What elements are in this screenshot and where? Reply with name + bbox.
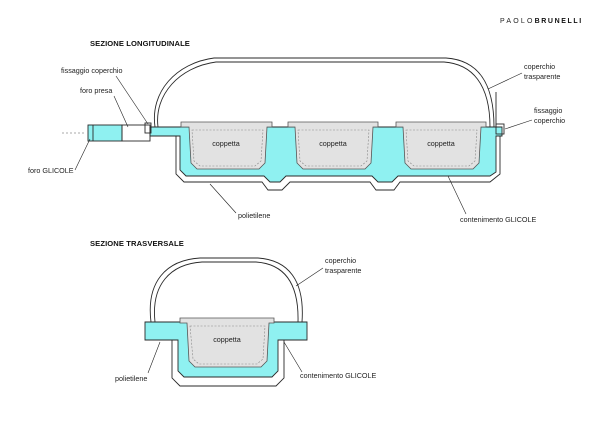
brand-light: PAOLO (500, 18, 535, 25)
glycol-hole-label: foro GLICOLE (28, 166, 74, 175)
lid-fix-right-label-1: fissaggio (534, 106, 562, 115)
brand-bold: BRUNELLI (535, 18, 583, 25)
longitudinal-lid (153, 57, 497, 128)
transversal-cup: coppetta (179, 317, 275, 368)
longitudinal-material-label: polietilene (238, 211, 270, 220)
transversal-lid (149, 257, 303, 323)
cup-label: coppetta (212, 139, 240, 148)
transversal-lid-inner (154, 261, 299, 323)
transversal-title: SEZIONE TRASVERSALE (90, 239, 184, 248)
glycol-port (62, 122, 152, 142)
transversal-lid-label-1: coperchio (325, 256, 356, 265)
transversal-material-label: polietilene (115, 374, 147, 383)
lid-fix-right-label-2: coperchio (534, 116, 565, 125)
longitudinal-cup-3: coppetta (395, 121, 487, 170)
cup-label: coppetta (427, 139, 455, 148)
longitudinal-cup-1: coppetta (180, 121, 273, 170)
transversal-shell (145, 339, 307, 387)
longitudinal-lid-label-1: coperchio (524, 62, 555, 71)
brand-logo: PAOLOBRUNELLI (500, 18, 583, 25)
longitudinal-section: SEZIONE LONGITUDINALE coppetta coppetta … (28, 39, 565, 224)
cup-label: coppetta (213, 335, 241, 344)
longitudinal-shell (150, 135, 501, 191)
cup-label: coppetta (319, 139, 347, 148)
longitudinal-lid-inner (157, 61, 491, 128)
transversal-container-label: contenimento GLICOLE (300, 371, 377, 380)
transversal-lid-label-2: trasparente (325, 266, 361, 275)
longitudinal-container-label: contenimento GLICOLE (460, 215, 537, 224)
longitudinal-lid-label-2: trasparente (524, 72, 560, 81)
svg-text:PAOLOBRUNELLI: PAOLOBRUNELLI (500, 18, 583, 25)
longitudinal-cup-2: coppetta (287, 121, 379, 170)
grip-hole-label: foro presa (80, 86, 112, 95)
lid-fix-left-label: fissaggio coperchio (61, 66, 123, 75)
transversal-section: SEZIONE TRASVERSALE coppetta coperchio t… (90, 239, 377, 387)
right-lid-fixing (495, 123, 505, 135)
longitudinal-title: SEZIONE LONGITUDINALE (90, 39, 190, 48)
